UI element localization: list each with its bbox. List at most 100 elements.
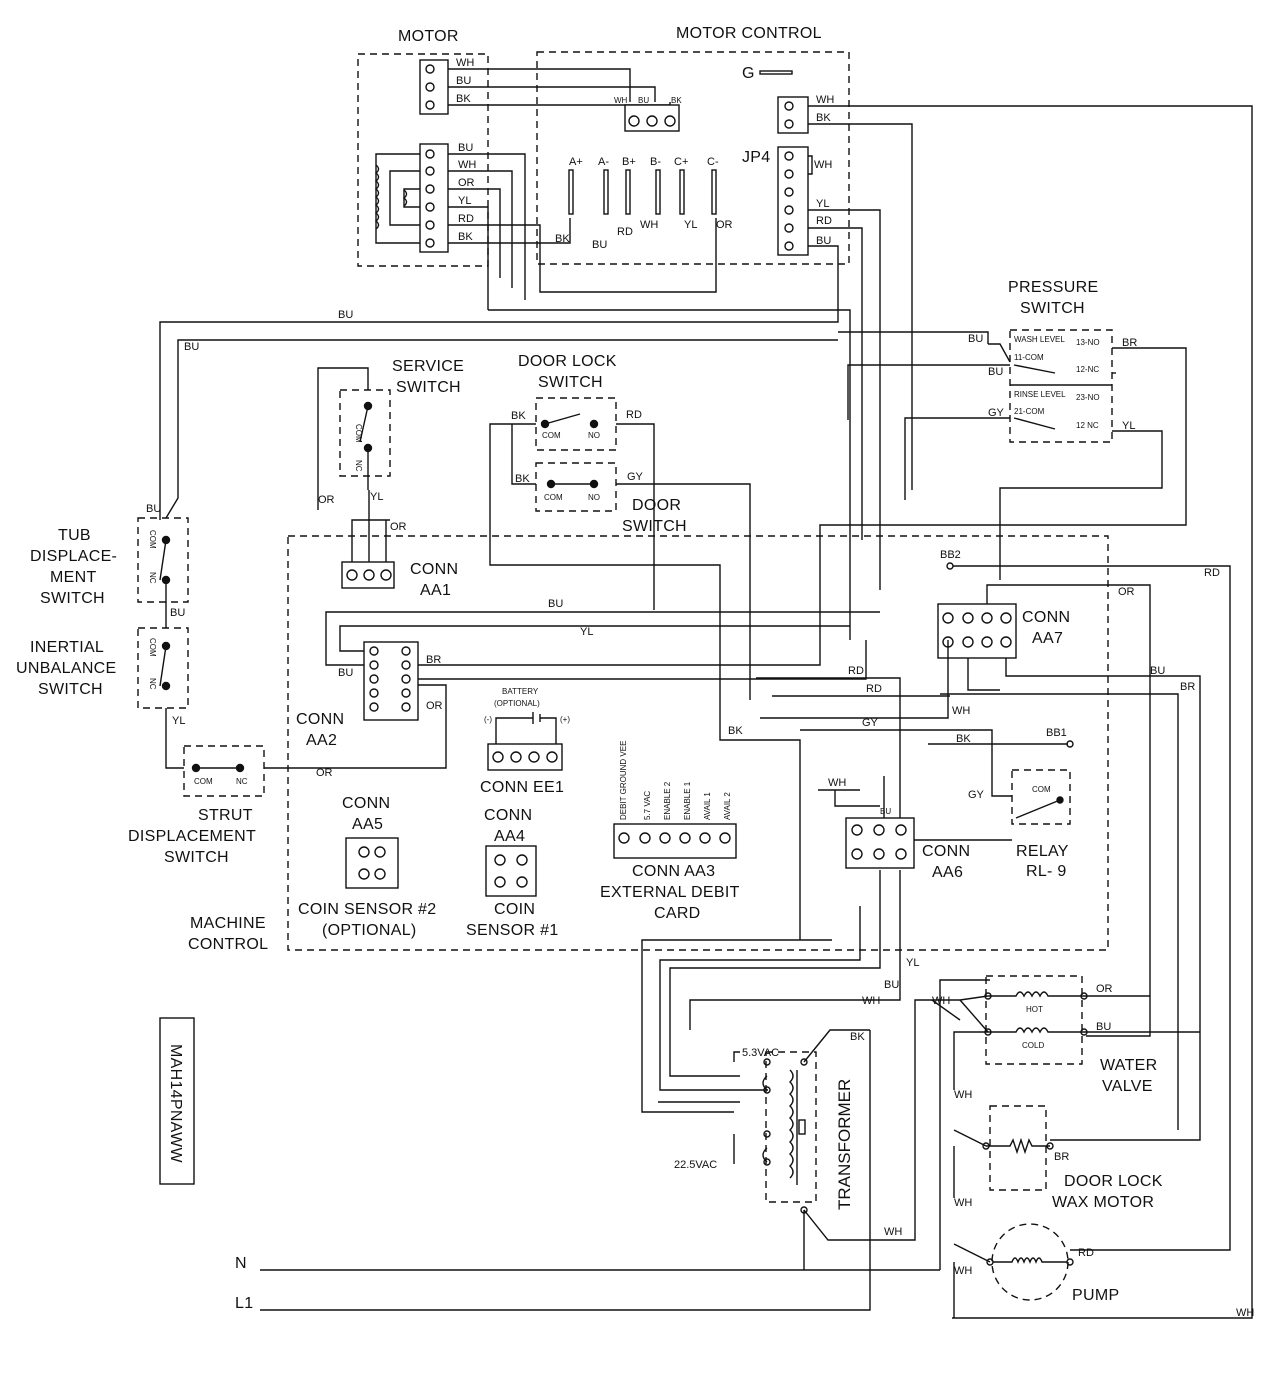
svg-text:CONN EE1: CONN EE1 (480, 779, 564, 796)
svg-text:23-NO: 23-NO (1076, 393, 1100, 402)
svg-text:SENSOR #1: SENSOR #1 (466, 922, 559, 939)
svg-text:RELAY: RELAY (1016, 843, 1069, 860)
svg-text:BU: BU (170, 607, 185, 619)
svg-text:WAX MOTOR: WAX MOTOR (1052, 1194, 1154, 1211)
svg-text:SWITCH: SWITCH (396, 379, 461, 396)
svg-text:(OPTIONAL): (OPTIONAL) (322, 922, 417, 939)
svg-text:COM: COM (1032, 785, 1051, 794)
svg-text:BU: BU (592, 239, 607, 251)
svg-text:DOOR: DOOR (632, 497, 681, 514)
svg-text:12-NC: 12-NC (1076, 365, 1099, 374)
svg-text:YL: YL (684, 219, 697, 231)
svg-text:WH: WH (954, 1089, 972, 1101)
svg-text:BK: BK (515, 473, 530, 485)
svg-text:5.7 VAC: 5.7 VAC (643, 791, 652, 820)
svg-text:BU: BU (146, 503, 161, 515)
svg-text:C+: C+ (674, 156, 688, 168)
svg-text:COM: COM (148, 638, 157, 657)
svg-text:N: N (235, 1255, 247, 1272)
svg-text:RD: RD (1204, 567, 1220, 579)
svg-text:YL: YL (370, 491, 383, 503)
svg-text:WH: WH (932, 995, 950, 1007)
svg-text:SWITCH: SWITCH (538, 374, 603, 391)
svg-text:(-): (-) (484, 715, 492, 724)
svg-text:WH: WH (954, 1265, 972, 1277)
svg-text:BU: BU (1096, 1021, 1111, 1033)
svg-text:OR: OR (1096, 983, 1113, 995)
svg-text:OR: OR (318, 494, 335, 506)
svg-text:MAH14PNAWW: MAH14PNAWW (167, 1044, 184, 1163)
svg-text:CONN: CONN (922, 843, 970, 860)
svg-text:NC: NC (354, 460, 363, 472)
svg-text:BB2: BB2 (940, 549, 961, 561)
svg-text:RD: RD (816, 215, 832, 227)
motor-control-wires (159, 105, 1253, 1319)
svg-text:WH: WH (816, 94, 834, 106)
pressure-switch: PRESSURE SWITCH WASH LEVEL 11-COM 13-NO … (819, 279, 1187, 580)
svg-text:JP4: JP4 (742, 149, 770, 166)
svg-text:CONN: CONN (484, 807, 532, 824)
svg-text:OR: OR (316, 767, 333, 779)
svg-text:BU: BU (638, 96, 649, 105)
svg-text:RINSE LEVEL: RINSE LEVEL (1014, 390, 1066, 399)
svg-text:CONN AA3: CONN AA3 (632, 863, 715, 880)
svg-text:WASH LEVEL: WASH LEVEL (1014, 335, 1065, 344)
svg-text:B-: B- (650, 156, 661, 168)
svg-text:SWITCH: SWITCH (38, 681, 103, 698)
svg-text:12 NC: 12 NC (1076, 421, 1099, 430)
inertial-unbalance-switch: INERTIAL UNBALANCE SWITCH COM NC YL (16, 627, 189, 769)
svg-text:NC: NC (148, 678, 157, 690)
svg-text:MENT: MENT (50, 569, 97, 586)
svg-text:WATER: WATER (1100, 1057, 1158, 1074)
svg-text:ENABLE 2: ENABLE 2 (663, 781, 672, 820)
svg-text:(OPTIONAL): (OPTIONAL) (494, 699, 540, 708)
svg-text:BU: BU (548, 598, 563, 610)
svg-text:INERTIAL: INERTIAL (30, 639, 104, 656)
svg-text:OR: OR (716, 219, 733, 231)
svg-text:DISPLACEMENT: DISPLACEMENT (128, 828, 256, 845)
svg-text:NC: NC (148, 572, 157, 584)
svg-text:22.5VAC: 22.5VAC (674, 1159, 717, 1171)
svg-text:11-COM: 11-COM (1014, 353, 1044, 362)
svg-text:RD: RD (626, 409, 642, 421)
svg-text:COM: COM (194, 777, 213, 786)
svg-text:BU: BU (816, 235, 831, 247)
svg-text:WH: WH (614, 96, 628, 105)
svg-text:BU: BU (184, 341, 199, 353)
svg-text:PRESSURE: PRESSURE (1008, 279, 1098, 296)
svg-text:OR: OR (390, 521, 407, 533)
svg-text:CONN: CONN (410, 561, 458, 578)
svg-text:WH: WH (828, 777, 846, 789)
svg-text:COIN: COIN (494, 901, 535, 918)
svg-text:RD: RD (866, 683, 882, 695)
svg-text:BK: BK (511, 410, 526, 422)
svg-text:DOOR LOCK: DOOR LOCK (1064, 1173, 1163, 1190)
svg-text:WH: WH (814, 159, 832, 171)
svg-text:ENABLE 1: ENABLE 1 (683, 781, 692, 820)
svg-text:RD: RD (848, 665, 864, 677)
svg-text:TUB: TUB (58, 527, 91, 544)
svg-text:BK: BK (728, 725, 743, 737)
door-lock-switch: DOOR LOCK SWITCH COM NO BK RD (489, 353, 721, 708)
svg-text:COM: COM (354, 424, 363, 443)
svg-text:RD: RD (1078, 1247, 1094, 1259)
svg-text:SWITCH: SWITCH (1020, 300, 1085, 317)
svg-text:COM: COM (148, 530, 157, 549)
svg-text:DEBIT GROUND VEE: DEBIT GROUND VEE (619, 741, 628, 820)
svg-text:SERVICE: SERVICE (392, 358, 464, 375)
svg-text:CONN: CONN (1022, 609, 1070, 626)
svg-text:BK: BK (458, 231, 473, 243)
svg-text:RD: RD (458, 213, 474, 225)
svg-text:BR: BR (1054, 1151, 1069, 1163)
svg-text:AA1: AA1 (420, 582, 451, 599)
svg-text:BU: BU (884, 979, 899, 991)
service-switch: SERVICE SWITCH COM NC OR YL (317, 358, 464, 510)
svg-text:WH: WH (1236, 1307, 1254, 1319)
svg-text:COLD: COLD (1022, 1041, 1044, 1050)
svg-text:OR: OR (426, 700, 443, 712)
svg-text:BU: BU (458, 142, 473, 154)
svg-text:NC: NC (236, 777, 248, 786)
svg-text:WH: WH (862, 995, 880, 1007)
